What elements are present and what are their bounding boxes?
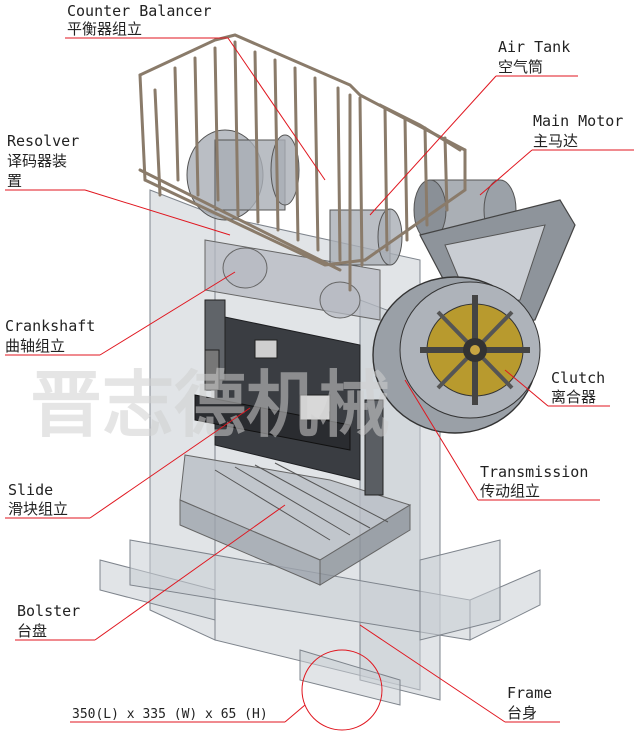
clutch-label-cn: 离合器	[551, 388, 596, 406]
resolver-label-cn-1: 译码器装	[7, 152, 67, 170]
frame-label-cn: 台身	[507, 704, 537, 722]
detail-circle	[301, 649, 383, 731]
leader-lines	[5, 37, 634, 731]
frame-label-en: Frame	[507, 684, 552, 702]
slide-block	[194, 299, 384, 496]
slide-label-cn: 滑块组立	[8, 500, 68, 518]
transmission-label-en: Transmission	[480, 463, 588, 481]
counter-balancer-label-en: Counter Balancer	[67, 2, 212, 20]
callout-main-motor: Main Motor 主马达	[533, 112, 623, 150]
crankshaft-label-cn: 曲轴组立	[5, 337, 65, 355]
air-tank-label-cn: 空气筒	[498, 58, 543, 76]
callouts: Counter Balancer 平衡器组立 Air Tank 空气筒 Main…	[5, 2, 623, 722]
callout-counter-balancer: Counter Balancer 平衡器组立	[67, 2, 212, 38]
bolster	[179, 454, 412, 586]
main-motor-label-en: Main Motor	[533, 112, 623, 130]
crankshaft-label-en: Crankshaft	[5, 317, 95, 335]
top-railing	[138, 33, 467, 292]
air-tank-label-en: Air Tank	[498, 38, 570, 56]
callout-crankshaft: Crankshaft 曲轴组立	[5, 317, 95, 355]
resolver-label-cn-2: 置	[7, 172, 22, 190]
callout-air-tank: Air Tank 空气筒	[498, 38, 570, 76]
slide-label-en: Slide	[8, 481, 53, 499]
dimension-label: 350(L) x 335 (W) x 65 (H)	[72, 707, 268, 722]
machine-illustration: 晋志德机械	[30, 33, 576, 706]
callout-transmission: Transmission 传动组立	[480, 463, 588, 500]
callout-slide: Slide 滑块组立	[8, 481, 68, 518]
counter-balancer-label-cn: 平衡器组立	[67, 20, 142, 38]
watermark: 晋志德机械	[30, 363, 390, 447]
callout-bolster: Bolster 台盘	[17, 602, 80, 640]
callout-resolver: Resolver 译码器装 置	[7, 132, 79, 190]
resolver-label-en: Resolver	[7, 132, 79, 150]
bolster-label-en: Bolster	[17, 602, 80, 620]
bolster-label-cn: 台盘	[17, 622, 47, 640]
clutch-label-en: Clutch	[551, 369, 605, 387]
transmission-label-cn: 传动组立	[480, 482, 540, 500]
flywheel	[372, 276, 541, 434]
callout-clutch: Clutch 离合器	[551, 369, 605, 406]
main-motor-label-cn: 主马达	[533, 132, 578, 150]
callout-frame: Frame 台身	[507, 684, 552, 722]
